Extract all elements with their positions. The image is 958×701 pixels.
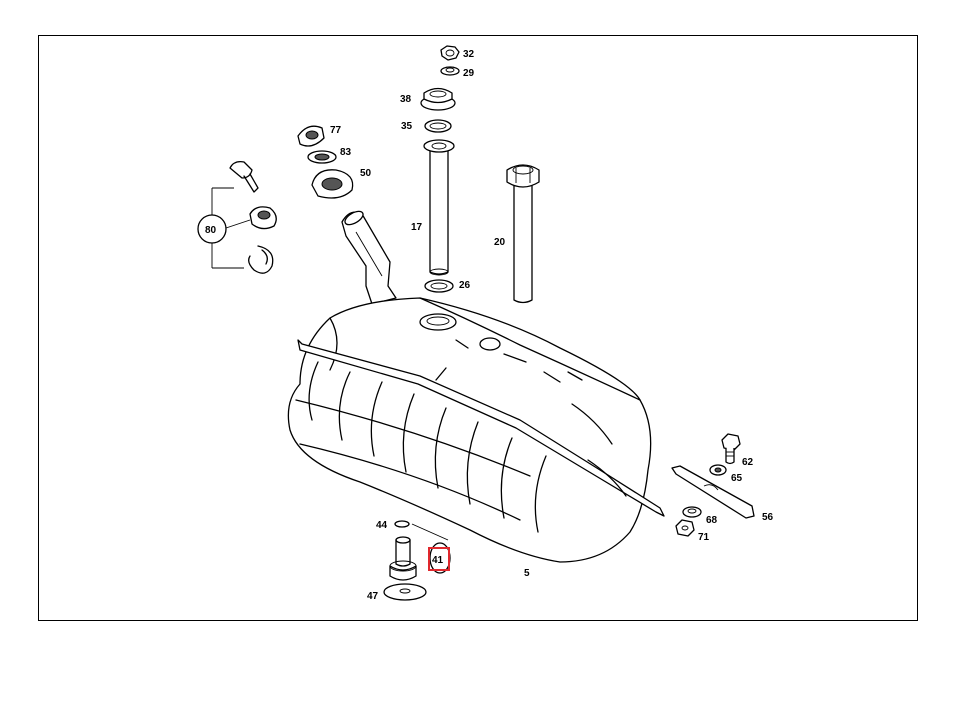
part-26-gasket[interactable]: [424, 279, 454, 293]
filler-neck: [341, 210, 397, 305]
label-26[interactable]: 26: [459, 280, 471, 291]
label-62[interactable]: 62: [742, 457, 754, 468]
part-5-fuel-tank[interactable]: [287, 297, 665, 563]
part-71-nut[interactable]: [675, 519, 695, 537]
drain-leader-line: [411, 523, 449, 541]
label-17[interactable]: 17: [411, 222, 423, 233]
part-80-key[interactable]: [229, 160, 259, 193]
label-50[interactable]: 50: [360, 168, 372, 179]
part-77-grommet[interactable]: [297, 125, 325, 147]
label-5[interactable]: 5: [524, 568, 530, 579]
highlight-box-41: [428, 547, 450, 571]
part-41-drain-plug[interactable]: [389, 536, 417, 581]
part-50-grommet[interactable]: [311, 169, 354, 199]
label-80[interactable]: 80: [205, 225, 217, 236]
label-29[interactable]: 29: [463, 68, 475, 79]
label-44[interactable]: 44: [376, 520, 388, 531]
part-44-oring[interactable]: [394, 520, 410, 528]
part-29-washer[interactable]: [440, 66, 460, 76]
part-80-clip[interactable]: [248, 245, 274, 274]
label-83[interactable]: 83: [340, 147, 352, 158]
part-65-washer[interactable]: [709, 464, 727, 476]
part-35-oring[interactable]: [424, 119, 452, 133]
part-80-grommet[interactable]: [249, 206, 277, 230]
label-47[interactable]: 47: [367, 591, 379, 602]
part-68-washer[interactable]: [682, 506, 702, 518]
part-62-bolt[interactable]: [721, 433, 741, 465]
part-56-strap[interactable]: [671, 465, 755, 519]
label-65[interactable]: 65: [731, 473, 743, 484]
label-32[interactable]: 32: [463, 49, 475, 60]
label-68[interactable]: 68: [706, 515, 718, 526]
part-47-washer[interactable]: [383, 583, 427, 601]
label-71[interactable]: 71: [698, 532, 710, 543]
label-38[interactable]: 38: [400, 94, 412, 105]
part-38-cap[interactable]: [420, 87, 456, 111]
label-35[interactable]: 35: [401, 121, 413, 132]
label-77[interactable]: 77: [330, 125, 342, 136]
diagram-frame: [38, 35, 918, 621]
part-17-tube[interactable]: [423, 139, 455, 276]
part-32-nut[interactable]: [440, 45, 460, 61]
part-80-circle[interactable]: [197, 214, 227, 244]
label-56[interactable]: 56: [762, 512, 774, 523]
part-83-ring[interactable]: [307, 150, 337, 164]
part-20-tube[interactable]: [506, 164, 540, 304]
label-20[interactable]: 20: [494, 237, 506, 248]
label-41[interactable]: 41: [432, 555, 444, 566]
